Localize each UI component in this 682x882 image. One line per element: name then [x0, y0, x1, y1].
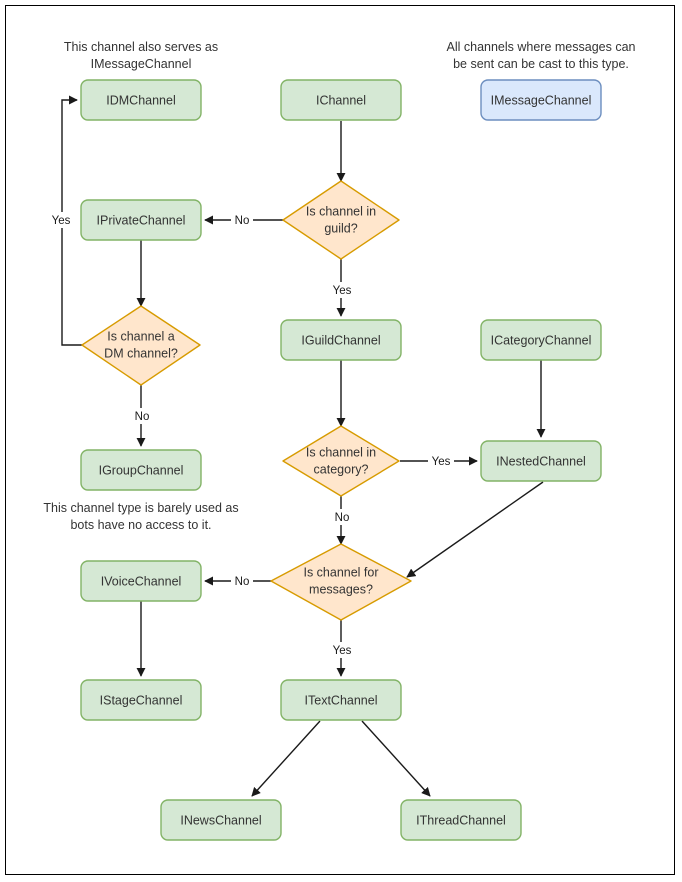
node-istage-channel[interactable]: IStageChannel [80, 679, 202, 721]
edge-label-guild-yes: Yes [333, 285, 352, 297]
node-icategory-channel-label: ICategoryChannel [491, 333, 592, 347]
edge-label-messages-no: No [235, 576, 250, 588]
edge-label-category-yes: Yes [432, 456, 451, 468]
decision-is-channel-for-messages-line1: Is channel for [303, 565, 378, 579]
node-inews-channel[interactable]: INewsChannel [160, 799, 282, 841]
node-iprivate-channel-label: IPrivateChannel [97, 213, 186, 227]
node-igroup-channel-label: IGroupChannel [99, 463, 184, 477]
node-iguild-channel[interactable]: IGuildChannel [280, 319, 402, 361]
note-message-channel-line1: All channels where messages can [447, 40, 636, 54]
node-ichannel[interactable]: IChannel [280, 79, 402, 121]
decision-is-channel-in-category-line1: Is channel in [306, 445, 376, 459]
edge-label-guild-no: No [235, 215, 250, 227]
node-ithread-channel[interactable]: IThreadChannel [400, 799, 522, 841]
note-dm-channel-line2: IMessageChannel [91, 57, 192, 71]
node-itext-channel-label: ITextChannel [305, 693, 378, 707]
note-message-channel-line2: be sent can be cast to this type. [453, 57, 629, 71]
edge-itextchannel-to-ithreadchannel [361, 720, 431, 797]
node-itext-channel[interactable]: ITextChannel [280, 679, 402, 721]
node-ivoice-channel[interactable]: IVoiceChannel [80, 560, 202, 602]
edge-label-category-no: No [335, 512, 350, 524]
decision-is-channel-a-dm-channel-line2: DM channel? [104, 346, 178, 360]
node-imessage-channel[interactable]: IMessageChannel [480, 79, 602, 121]
nodes-layer: IDMChannel IChannel IMessageChannel IPri… [80, 79, 602, 841]
decision-is-channel-for-messages-line2: messages? [309, 582, 373, 596]
node-inews-channel-label: INewsChannel [180, 813, 261, 827]
edge-labels-layer: No Yes Yes No Yes No No Yes [47, 212, 454, 658]
node-iguild-channel-label: IGuildChannel [301, 333, 380, 347]
edge-inestedchannel-to-messages-decision [406, 481, 544, 578]
node-ichannel-label: IChannel [316, 93, 366, 107]
decision-is-channel-in-guild-line1: Is channel in [306, 204, 376, 218]
decision-is-channel-in-guild[interactable]: Is channel in guild? [282, 180, 400, 260]
node-ivoice-channel-label: IVoiceChannel [101, 574, 182, 588]
node-idm-channel[interactable]: IDMChannel [80, 79, 202, 121]
note-group-channel-line2: bots have no access to it. [70, 518, 211, 532]
notes-layer: This channel also serves as IMessageChan… [43, 40, 635, 532]
decision-is-channel-in-category[interactable]: Is channel in category? [282, 425, 400, 497]
note-group-channel-line1: This channel type is barely used as [43, 501, 238, 515]
decision-is-channel-for-messages[interactable]: Is channel for messages? [270, 543, 412, 621]
edge-label-dm-no: No [135, 411, 150, 423]
decision-is-channel-a-dm-channel-line1: Is channel a [107, 329, 174, 343]
decision-is-channel-in-category-line2: category? [314, 462, 369, 476]
node-igroup-channel[interactable]: IGroupChannel [80, 449, 202, 491]
decision-is-channel-a-dm-channel[interactable]: Is channel a DM channel? [81, 305, 201, 386]
node-idm-channel-label: IDMChannel [106, 93, 175, 107]
edge-label-messages-yes: Yes [333, 645, 352, 657]
node-ithread-channel-label: IThreadChannel [416, 813, 506, 827]
node-imessage-channel-label: IMessageChannel [491, 93, 592, 107]
note-dm-channel-line1: This channel also serves as [64, 40, 218, 54]
node-iprivate-channel[interactable]: IPrivateChannel [80, 199, 202, 241]
node-istage-channel-label: IStageChannel [100, 693, 183, 707]
node-inested-channel-label: INestedChannel [496, 454, 586, 468]
node-inested-channel[interactable]: INestedChannel [480, 440, 602, 482]
edge-label-dm-yes: Yes [52, 215, 71, 227]
edge-itextchannel-to-inewschannel [251, 720, 321, 797]
node-icategory-channel[interactable]: ICategoryChannel [480, 319, 602, 361]
decision-is-channel-in-guild-line2: guild? [324, 221, 357, 235]
